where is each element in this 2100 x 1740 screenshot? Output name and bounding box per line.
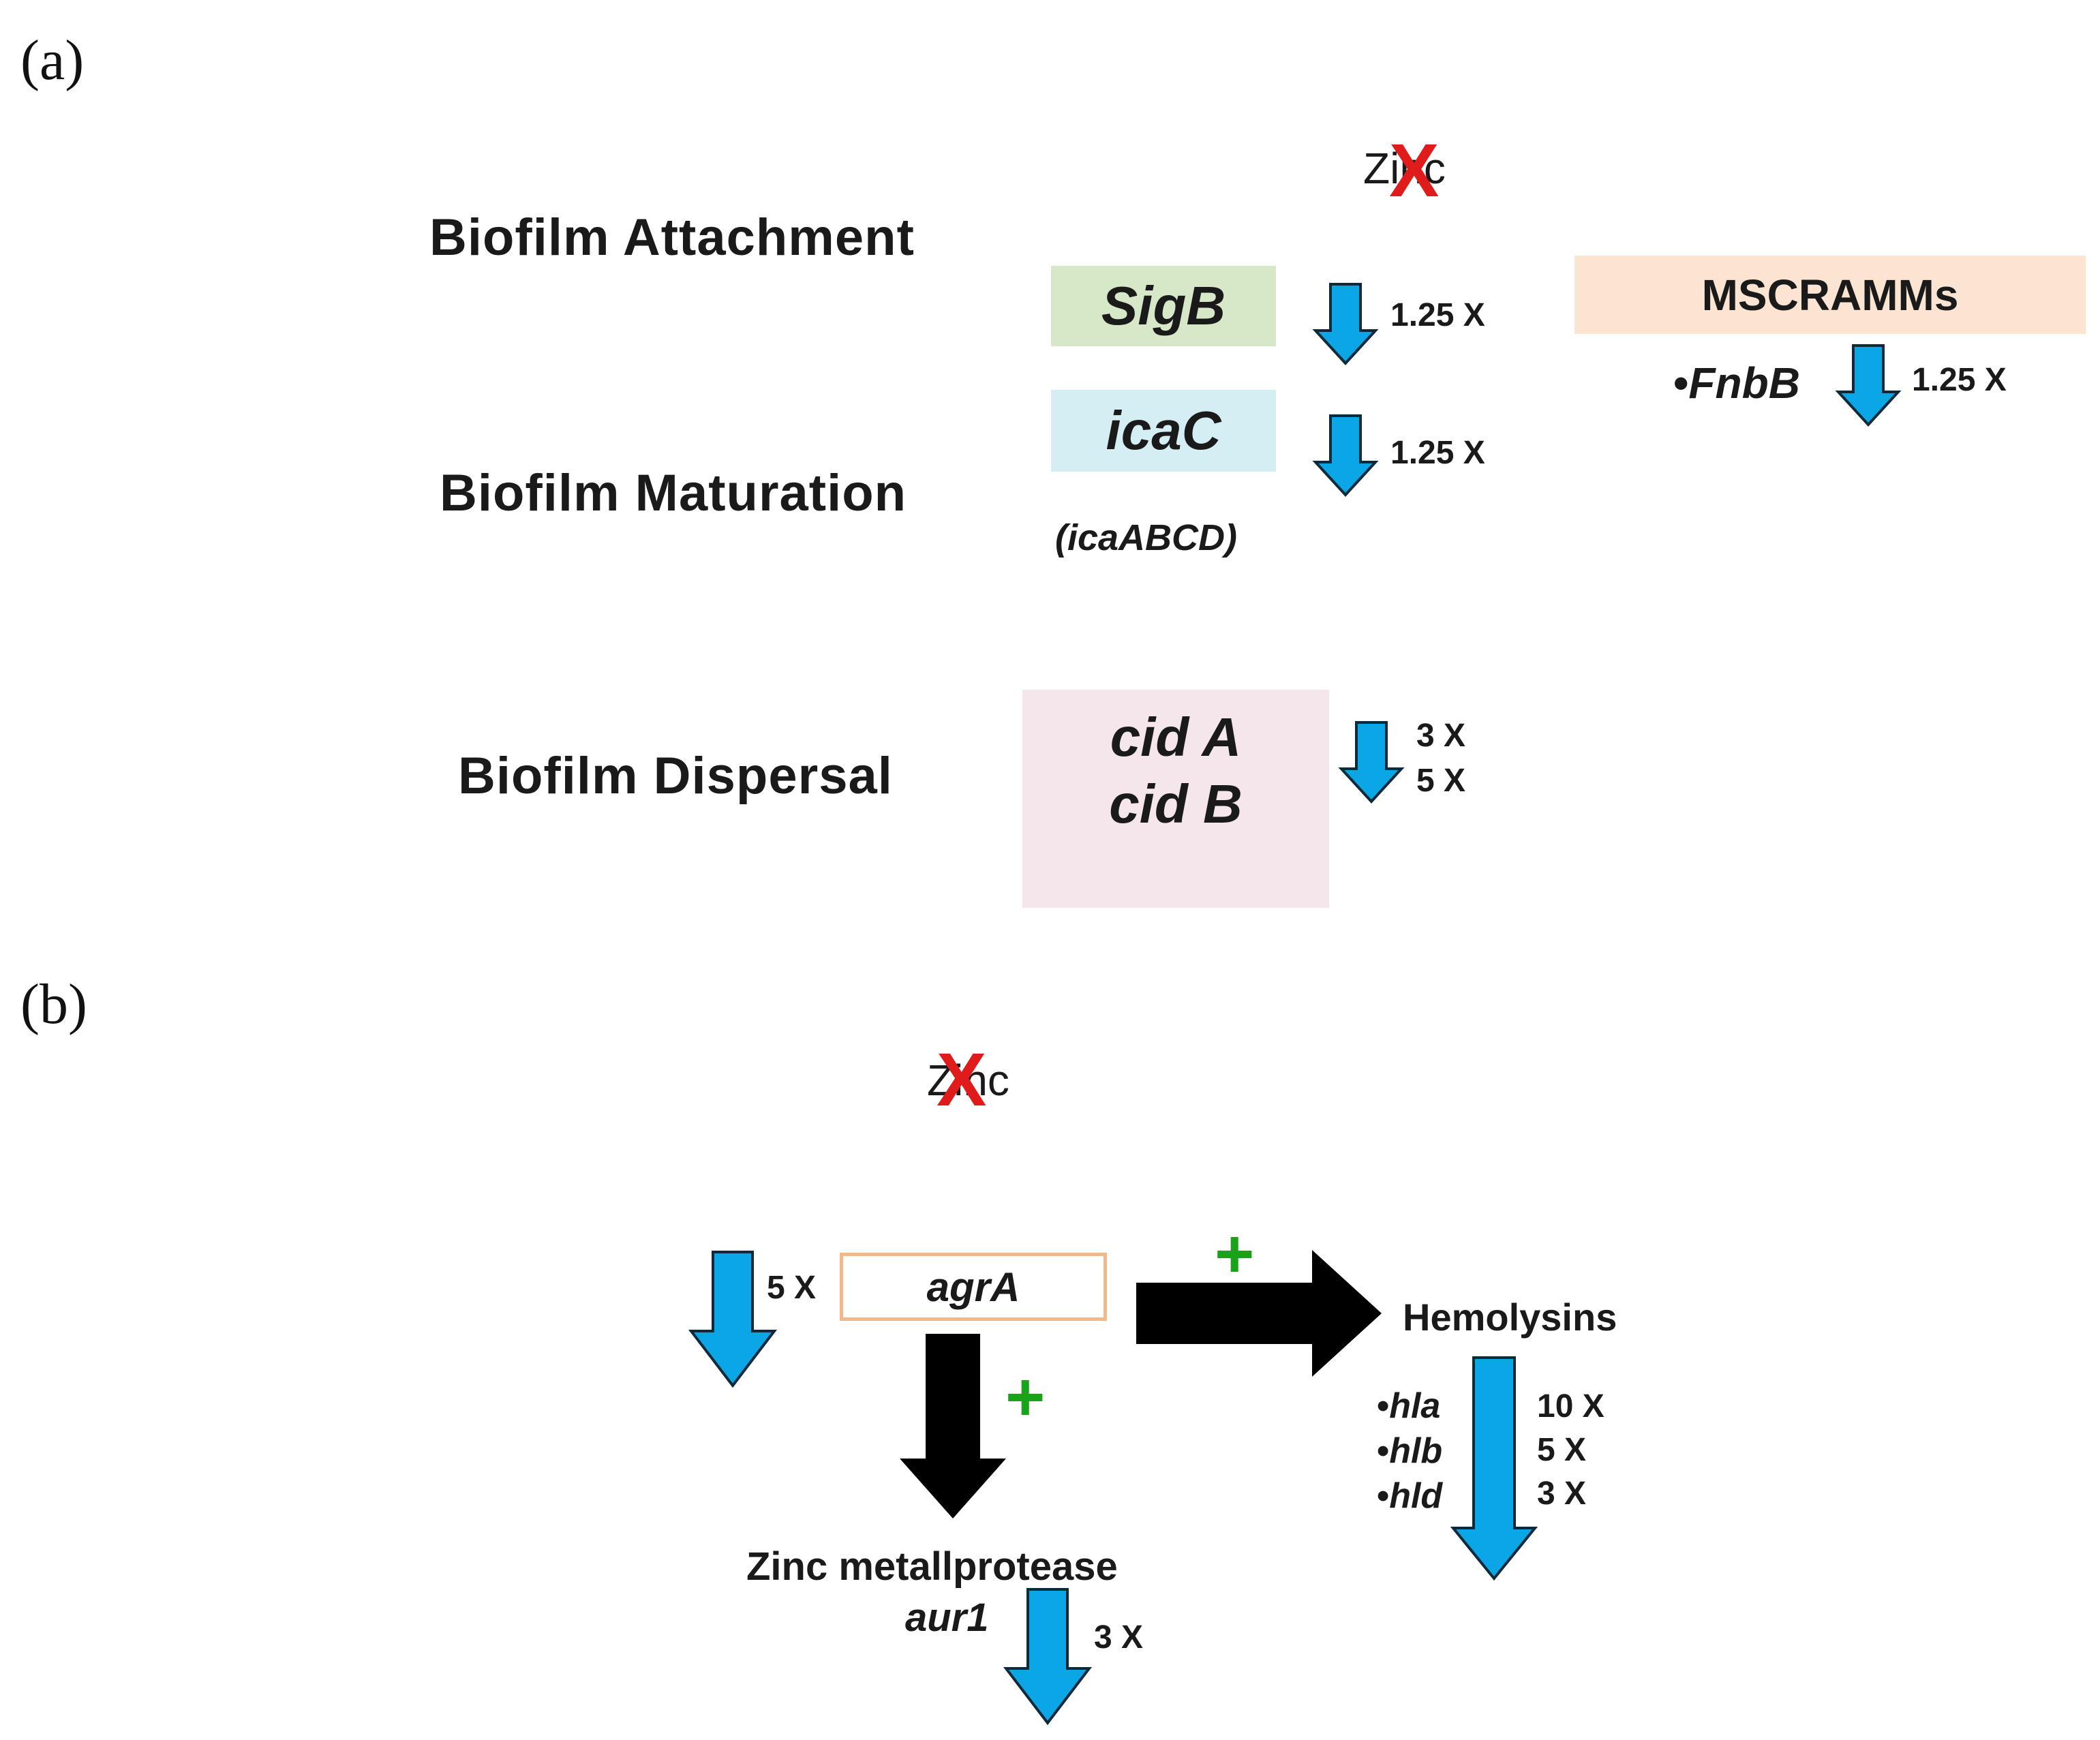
- cid-a-label: cid A: [1110, 707, 1242, 767]
- agra-box: agrA: [840, 1253, 1107, 1321]
- icac-label: icaC: [1106, 400, 1221, 461]
- red-cross-icon: X: [937, 1038, 987, 1122]
- down-arrow-icon: [1835, 344, 1902, 427]
- aur1-label: aur1: [905, 1596, 989, 1640]
- hemolysin-gene-list: •hla •hlb •hld: [1377, 1384, 1442, 1518]
- zinc-text: Zinc: [1363, 144, 1446, 193]
- red-cross-icon: X: [1389, 129, 1440, 213]
- fnbb-fold: 1.25 X: [1912, 362, 2007, 398]
- down-arrow-icon: [1003, 1588, 1093, 1726]
- hld-fold: 3 X: [1537, 1476, 1587, 1512]
- aur1-fold: 3 X: [1094, 1619, 1144, 1655]
- stage-maturation: Biofilm Maturation: [440, 464, 907, 522]
- down-arrow-icon: [1312, 414, 1379, 497]
- stage-dispersal: Biofilm Dispersal: [458, 747, 893, 805]
- mscramm-box: MSCRAMMs: [1574, 256, 2086, 334]
- sigb-box: SigB: [1051, 266, 1276, 346]
- plus-icon: +: [1005, 1359, 1046, 1435]
- hla-fold: 10 X: [1537, 1388, 1604, 1424]
- fnbb-item: •FnbB: [1673, 358, 1800, 408]
- sigb-label: SigB: [1101, 275, 1226, 336]
- bullet: •: [1673, 358, 1689, 408]
- fnbb-label: FnbB: [1688, 358, 1800, 408]
- hlb-fold: 5 X: [1537, 1432, 1587, 1468]
- stage-attachment: Biofilm Attachment: [429, 209, 915, 266]
- right-arrow-icon: [1136, 1250, 1382, 1377]
- list-item: •hlb: [1377, 1431, 1443, 1471]
- sigb-fold: 1.25 X: [1390, 297, 1485, 333]
- hemolysin-fold-list: 10 X 5 X 3 X: [1537, 1385, 1604, 1516]
- cid-b-fold: 5 X: [1416, 763, 1466, 799]
- zinc-crossed-label-a: Zinc X: [1363, 134, 1446, 209]
- plus-icon: +: [1215, 1216, 1255, 1292]
- down-arrow-icon: [1338, 721, 1405, 804]
- agra-fold: 5 X: [767, 1270, 817, 1306]
- icac-fold: 1.25 X: [1390, 435, 1485, 471]
- hemolysins-title: Hemolysins: [1403, 1296, 1617, 1339]
- icaabcd-label: (icaABCD): [1055, 517, 1238, 558]
- down-arrow-icon: [1450, 1356, 1538, 1581]
- list-item: •hld: [1377, 1476, 1443, 1516]
- panel-a-label: (a): [20, 29, 85, 92]
- mscramm-label: MSCRAMMs: [1701, 270, 1959, 320]
- protease-title: Zinc metallprotease: [746, 1544, 1118, 1589]
- zinc-crossed-label-b: Zinc X: [927, 1043, 1009, 1118]
- list-item: •hla: [1377, 1386, 1441, 1426]
- zinc-text: Zinc: [927, 1056, 1009, 1105]
- down-arrow-icon: [1312, 283, 1379, 365]
- down-arrow-icon: [900, 1334, 1006, 1518]
- cid-b-label: cid B: [1109, 774, 1243, 834]
- cid-box: cid A cid B: [1022, 690, 1329, 908]
- agra-label: agrA: [926, 1264, 1020, 1310]
- panel-b-label: (b): [20, 973, 87, 1036]
- icac-box: icaC: [1051, 390, 1276, 472]
- down-arrow-icon: [688, 1251, 778, 1388]
- cid-a-fold: 3 X: [1416, 718, 1466, 754]
